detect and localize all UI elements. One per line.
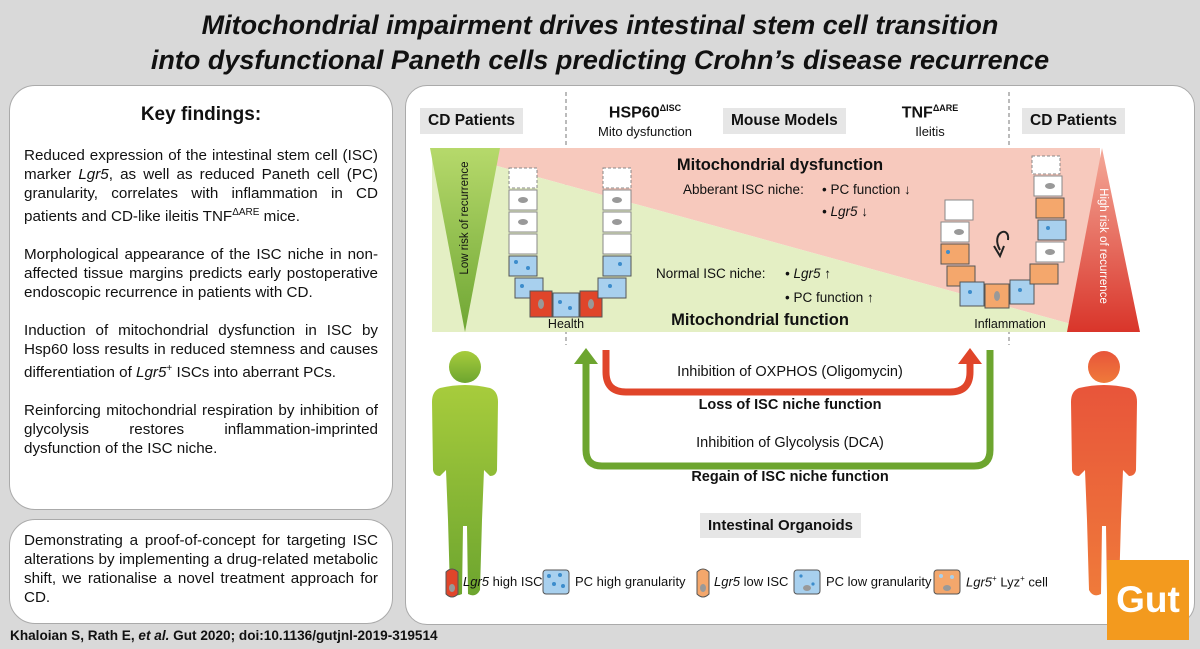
conclusion-text: Demonstrating a proof-of-concept for tar… bbox=[24, 532, 378, 606]
health-crypt bbox=[508, 167, 632, 318]
intestinal-organoids-label: Intestinal Organoids bbox=[700, 513, 862, 538]
inflammation-label: Inflammation bbox=[974, 317, 1046, 331]
oxphos-label: Inhibition of OXPHOS (Oligomycin) bbox=[677, 364, 903, 380]
ileitis-label: Ileitis bbox=[915, 124, 945, 139]
legend-icons bbox=[445, 568, 961, 598]
pc-function-down: • PC function ↓ bbox=[822, 182, 911, 197]
cd-patients-right-label: CD Patients bbox=[1022, 108, 1125, 134]
hsp60-label: HSP60ΔISC bbox=[608, 103, 682, 122]
conclusion-box: Demonstrating a proof-of-concept for tar… bbox=[9, 519, 393, 624]
normal-niche-label: Normal ISC niche: bbox=[656, 266, 766, 281]
finding-4: Reinforcing mitochondrial respiration by… bbox=[24, 402, 378, 458]
lgr5-down: • Lgr5 ↓ bbox=[822, 204, 868, 219]
cd-patients-left-label: CD Patients bbox=[420, 108, 523, 134]
mito-dysfunction-label: Mito dysfunction bbox=[598, 124, 692, 139]
legend-lgr5-lyz: Lgr5+ Lyz+ cell bbox=[966, 574, 1048, 590]
key-findings-text: Reduced expression of the intestinal ste… bbox=[10, 146, 392, 458]
oxphos-arrow bbox=[602, 350, 974, 396]
legend-lgr5-low: Lgr5 low ISC bbox=[714, 574, 789, 589]
loss-label: Loss of ISC niche function bbox=[698, 397, 882, 413]
key-findings-box: Key findings: Reduced expression of the … bbox=[9, 85, 393, 510]
title-line-2: into dysfunctional Paneth cells predicti… bbox=[150, 45, 1050, 75]
high-risk-label: High risk of recurrence bbox=[1097, 188, 1109, 304]
high-risk-triangle bbox=[1067, 148, 1140, 332]
pc-function-up: • PC function ↑ bbox=[785, 290, 874, 305]
mouse-models-label: Mouse Models bbox=[723, 108, 846, 134]
finding-3: Induction of mitochondrial dysfunction i… bbox=[24, 322, 378, 382]
legend-pc-high: PC high granularity bbox=[575, 574, 686, 589]
health-label: Health bbox=[547, 317, 585, 331]
legend-lgr5-high: Lgr5 high ISC bbox=[463, 574, 543, 589]
key-findings-heading: Key findings: bbox=[140, 104, 262, 125]
glycolysis-label: Inhibition of Glycolysis (DCA) bbox=[696, 435, 884, 451]
mito-dysfunction-heading: Mitochondrial dysfunction bbox=[676, 156, 884, 174]
mito-function-heading: Mitochondrial function bbox=[671, 311, 849, 329]
aberrant-niche-label: Abberant ISC niche: bbox=[683, 182, 804, 197]
finding-1: Reduced expression of the intestinal ste… bbox=[24, 147, 378, 226]
citation: Khaloian S, Rath E, et al. Gut 2020; doi… bbox=[10, 628, 438, 643]
tnf-label: TNFΔARE bbox=[901, 103, 959, 122]
legend-pc-low: PC low granularity bbox=[826, 574, 932, 589]
title-line-1: Mitochondrial impairment drives intestin… bbox=[201, 10, 999, 40]
finding-2: Morphological appearance of the ISC nich… bbox=[24, 246, 378, 302]
healthy-person-figure bbox=[432, 351, 498, 596]
glycolysis-arrow bbox=[582, 350, 994, 470]
lgr5-up: • Lgr5 ↑ bbox=[785, 266, 831, 281]
sick-person-figure bbox=[1071, 351, 1137, 596]
low-risk-label: Low risk of recurrence bbox=[459, 161, 471, 275]
gut-journal-logo: Gut bbox=[1107, 560, 1189, 640]
page-title: Mitochondrial impairment drives intestin… bbox=[0, 8, 1200, 78]
regain-label: Regain of ISC niche function bbox=[691, 469, 889, 485]
low-risk-triangle bbox=[430, 148, 500, 332]
inflammation-crypt bbox=[940, 155, 1067, 309]
glycolysis-arrowhead bbox=[574, 348, 598, 364]
oxphos-arrowhead bbox=[958, 348, 982, 364]
